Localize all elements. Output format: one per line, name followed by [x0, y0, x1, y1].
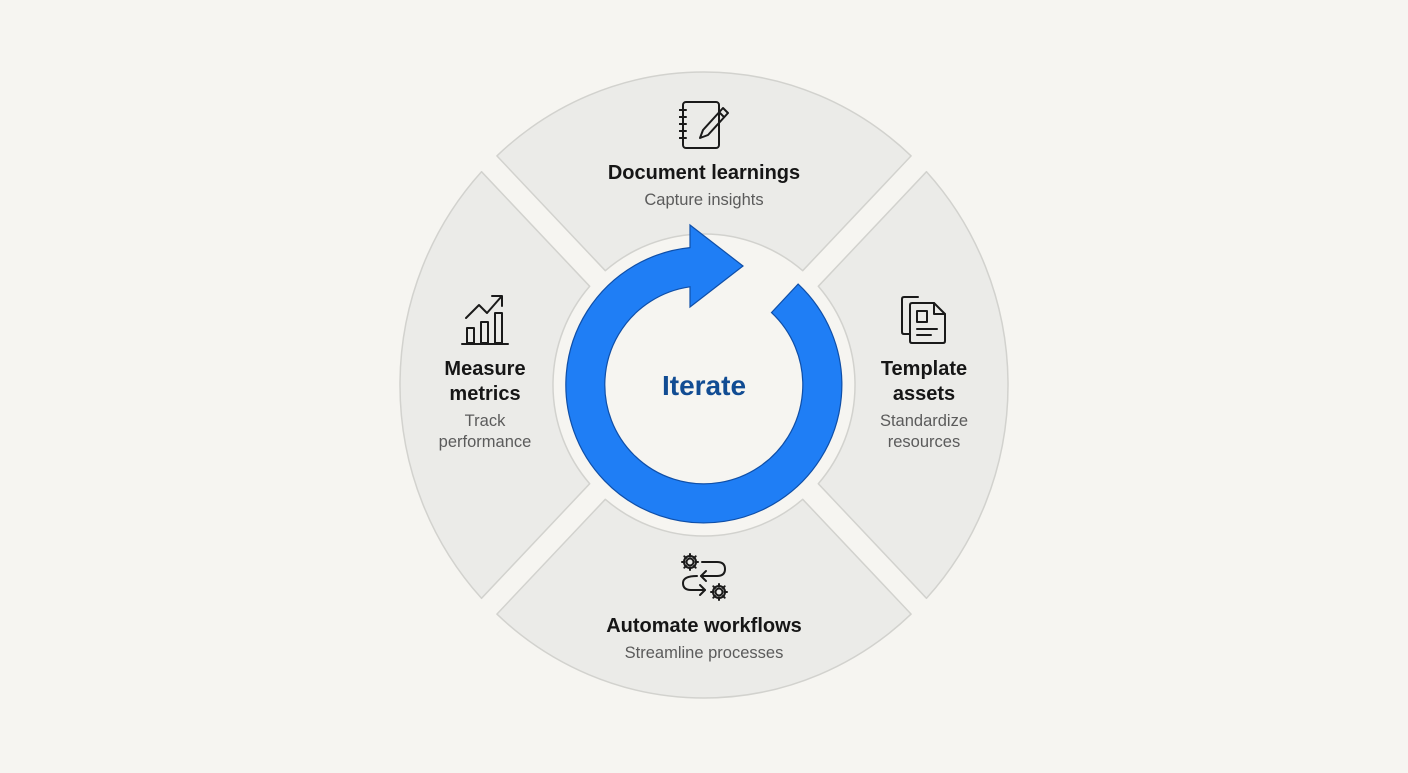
segment-right [817, 170, 1009, 600]
segment-bottom-label: Automate workflows Streamline processes [606, 614, 802, 664]
center-label: Iterate [661, 370, 747, 401]
notebook-pencil-icon [679, 100, 731, 150]
segment-top-label: Document learnings Capture insights [608, 161, 800, 211]
segment-left-label: Measure metrics Track performance [439, 357, 532, 453]
segment-subtitle: Capture insights [644, 191, 764, 209]
segment-subtitle-line: performance [438, 433, 532, 451]
gears-workflow-icon [679, 551, 731, 605]
segment-top [496, 71, 912, 272]
segment-title-line: assets [892, 383, 956, 405]
segment-right-label: Template assets Standardize resources [880, 357, 968, 453]
segment-bottom [496, 498, 912, 699]
segment-subtitle: Streamline processes [624, 644, 784, 662]
gear-icon [710, 583, 728, 601]
segment-subtitle-line: Track [464, 412, 506, 430]
gear-icon [681, 553, 699, 571]
bar-chart-growth-icon [461, 294, 511, 346]
documents-icon [900, 294, 948, 346]
segment-subtitle-line: resources [887, 433, 961, 451]
segment-title: Document learnings [607, 162, 801, 184]
segment-title: Automate workflows [606, 615, 802, 637]
segment-left [399, 170, 591, 600]
segment-subtitle-line: Standardize [879, 412, 969, 430]
cycle-arrow-icon [565, 223, 843, 524]
segment-title-line: Template [880, 358, 968, 380]
segment-title-line: Measure [444, 358, 526, 380]
segment-title-line: metrics [449, 383, 521, 405]
